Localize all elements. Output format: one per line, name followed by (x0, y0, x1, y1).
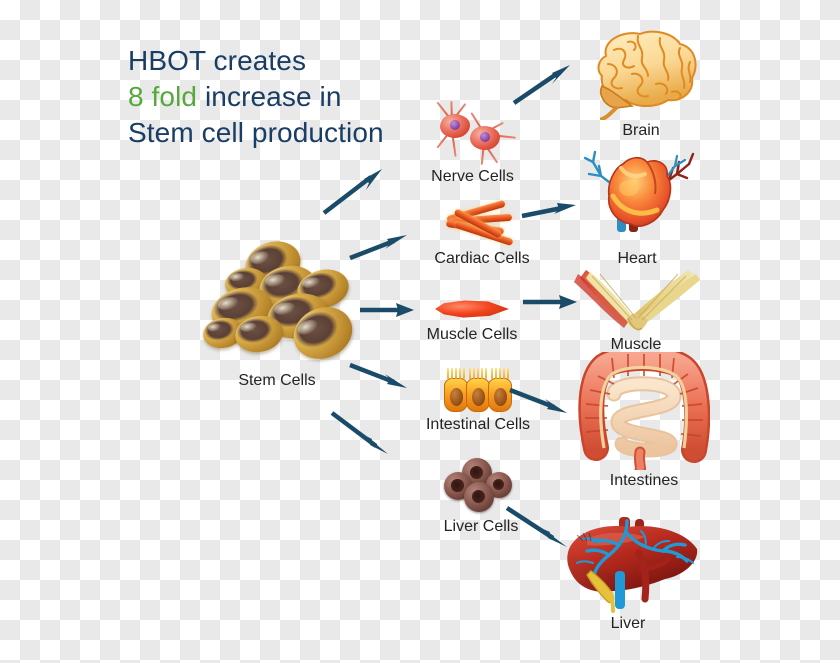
cardiac-cells-label: Cardiac Cells (434, 250, 530, 267)
muscle-cell-icon (429, 294, 515, 324)
page-title: HBOT creates 8 fold increase in Stem cel… (128, 43, 384, 151)
arrow-muscle-cell-to-muscle (521, 292, 579, 312)
cardiac-cells-icon (442, 198, 522, 248)
intestines-node: Intestines (570, 345, 718, 490)
arrow-liver-cell-to-liver (505, 505, 571, 549)
liver-cells-label: Liver Cells (443, 518, 519, 535)
heart-label: Heart (617, 250, 657, 267)
liver-cells-node: Liver Cells (428, 458, 534, 536)
arrow-cardiac-to-heart (520, 200, 578, 222)
arrow-intestinal-to-intestines (508, 386, 570, 416)
liver-node: Liver (553, 513, 703, 633)
intestinal-cells-icon (436, 366, 520, 414)
muscle-cells-node: Muscle Cells (413, 294, 531, 344)
title-line-2: 8 fold increase in (128, 79, 384, 115)
brain-node: Brain (580, 28, 702, 140)
liver-label: Liver (610, 615, 646, 632)
cardiac-cells-node: Cardiac Cells (422, 198, 542, 268)
arrow-stem-to-cardiac (348, 232, 410, 262)
arrow-stem-to-nerve (322, 168, 386, 216)
nerve-cells-icon (418, 98, 528, 166)
stem-cells-cluster-icon (197, 234, 361, 370)
intestines-icon (578, 345, 711, 476)
arrow-stem-to-muscle-cell (358, 300, 416, 320)
muscle-node: Muscle (568, 268, 704, 354)
brain-icon (580, 28, 702, 121)
title-line-2-rest: increase in (197, 81, 342, 112)
heart-node: Heart (577, 148, 697, 268)
stem-cells-node: Stem Cells (192, 234, 362, 390)
arrow-stem-to-liver-cell (330, 410, 392, 456)
intestinal-cells-label: Intestinal Cells (425, 416, 531, 433)
muscle-label: Muscle (610, 336, 662, 353)
arrow-nerve-to-brain (512, 64, 574, 106)
heart-icon (577, 148, 697, 248)
stem-cells-label: Stem Cells (238, 372, 316, 389)
muscle-icon (568, 268, 704, 334)
brain-label: Brain (622, 122, 660, 139)
title-line-1: HBOT creates (128, 45, 307, 76)
muscle-cells-label: Muscle Cells (426, 326, 518, 343)
arrow-stem-to-intestinal (348, 360, 410, 390)
liver-cells-icon (444, 458, 518, 516)
intestines-label: Intestines (609, 472, 679, 489)
title-highlight-8-fold: 8 fold (128, 81, 198, 112)
liver-icon (553, 513, 703, 613)
title-line-3: Stem cell production (128, 117, 384, 148)
nerve-cells-node: Nerve Cells (415, 98, 530, 186)
nerve-cells-label: Nerve Cells (431, 168, 514, 185)
intestinal-cells-node: Intestinal Cells (415, 366, 541, 434)
